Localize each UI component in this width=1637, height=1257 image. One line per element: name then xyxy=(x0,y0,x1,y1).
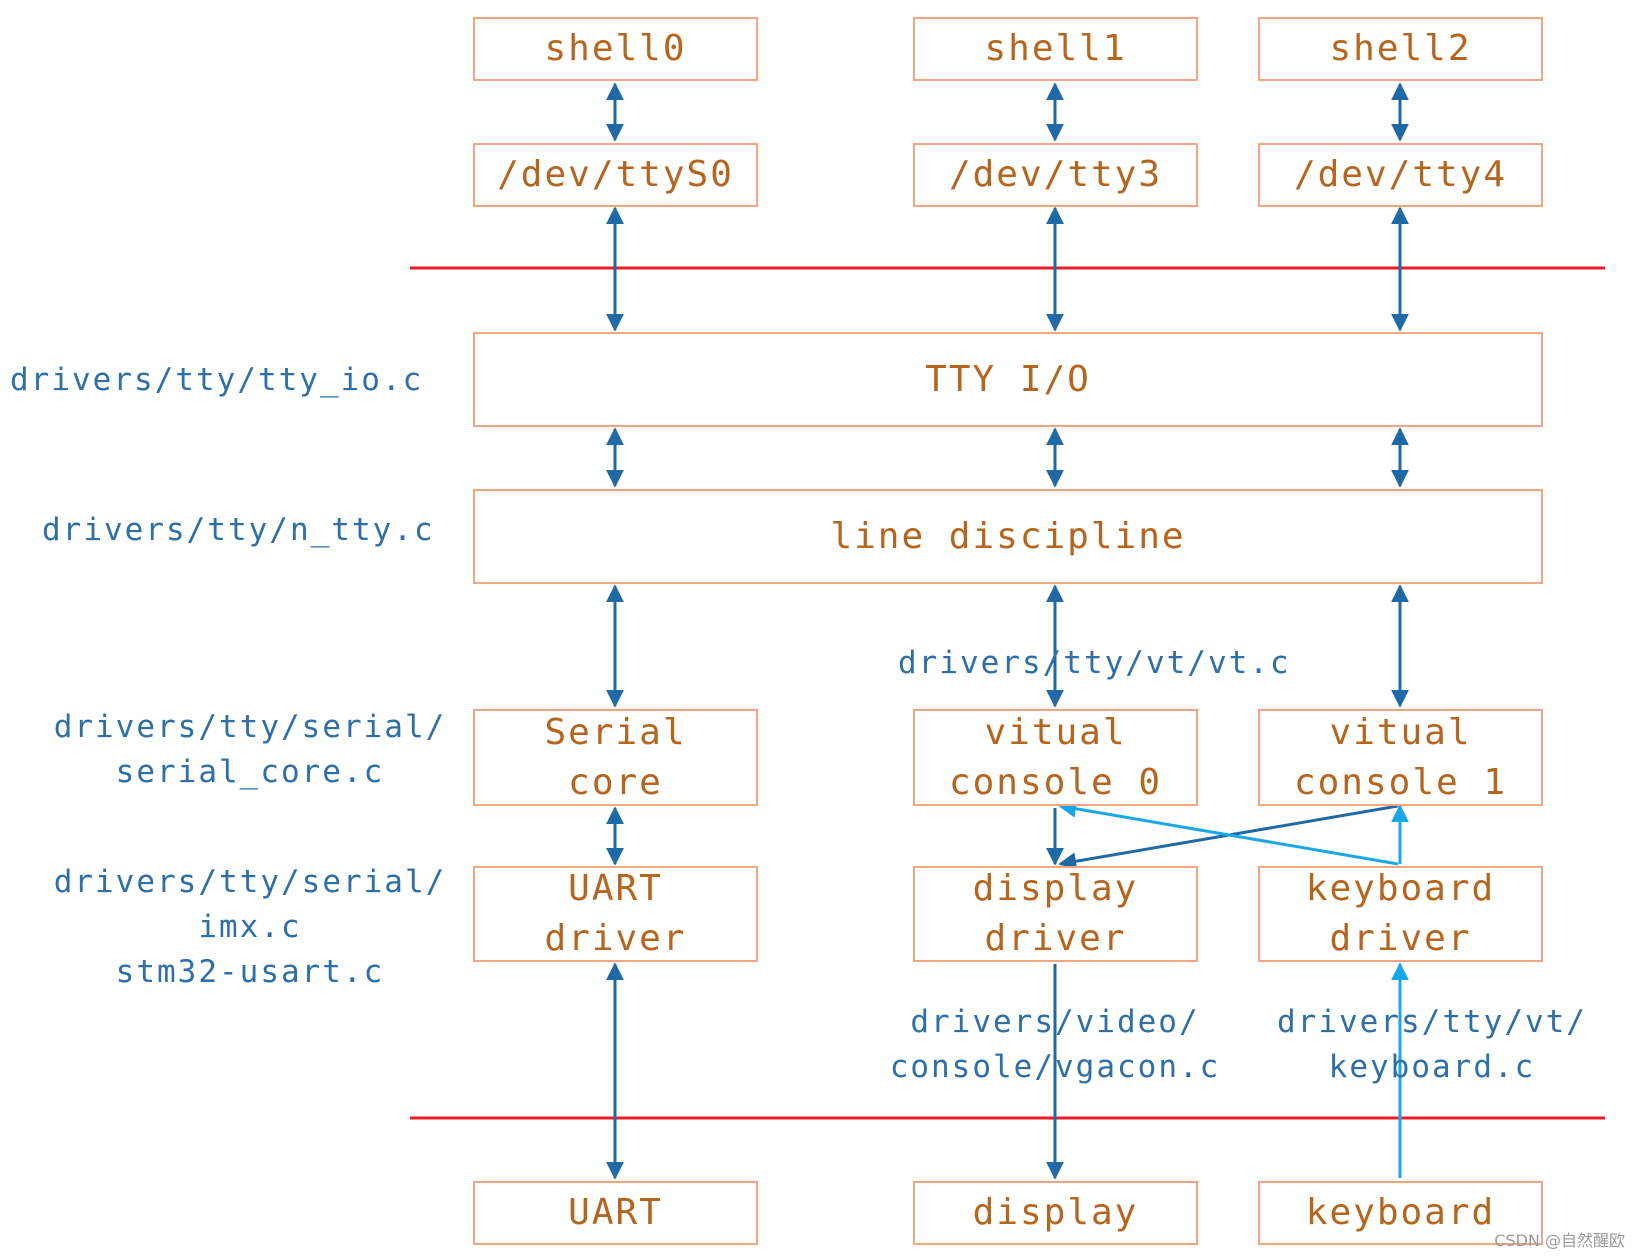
display-box: display xyxy=(913,1181,1198,1245)
shell2-box: shell2 xyxy=(1258,17,1543,81)
uart-driver-label: UART driver xyxy=(544,868,687,959)
vt-file-label: drivers/tty/vt/vt.c xyxy=(898,645,1291,681)
virtual-console-1-label: vitual console 1 xyxy=(1293,711,1508,803)
vgacon-file-label: drivers/video/ console/vgacon.c xyxy=(889,1004,1221,1085)
n-tty-file-label: drivers/tty/n_tty.c xyxy=(42,512,435,548)
serial-core-label: Serial core xyxy=(544,711,687,803)
serial-core-file-label: drivers/tty/serial/ serial_core.c xyxy=(53,709,447,790)
tty-io-file-label: drivers/tty/tty_io.c xyxy=(10,362,424,398)
uart-driver-files-label: drivers/tty/serial/ imx.c stm32-usart.c xyxy=(53,864,447,990)
keyboard-driver-box: keyboard driver xyxy=(1258,866,1543,962)
display-driver-label: display driver xyxy=(972,868,1139,959)
display-label: display xyxy=(972,1192,1139,1233)
uart-label: UART xyxy=(568,1192,663,1233)
uart-driver-box: UART driver xyxy=(473,866,758,962)
dev-ttyS0-box: /dev/ttyS0 xyxy=(473,143,758,207)
virtual-console-0-box: vitual console 0 xyxy=(913,709,1198,806)
dev-tty4-label: /dev/tty4 xyxy=(1293,154,1508,195)
serial-core-box: Serial core xyxy=(473,709,758,806)
shell0-label: shell0 xyxy=(544,28,687,69)
dev-tty3-box: /dev/tty3 xyxy=(913,143,1198,207)
dev-tty3-label: /dev/tty3 xyxy=(948,154,1163,195)
dev-tty4-box: /dev/tty4 xyxy=(1258,143,1543,207)
keyboard-label: keyboard xyxy=(1305,1192,1496,1233)
keyboard-file-label: drivers/tty/vt/ keyboard.c xyxy=(1277,1004,1587,1085)
shell1-label: shell1 xyxy=(984,28,1127,69)
shell2-label: shell2 xyxy=(1329,28,1472,69)
display-driver-box: display driver xyxy=(913,866,1198,962)
watermark: CSDN @自然醒欧 xyxy=(1494,1231,1625,1250)
virtual-console-1-box: vitual console 1 xyxy=(1258,709,1543,806)
line-discipline-label: line discipline xyxy=(830,515,1186,557)
virtual-console-0-label: vitual console 0 xyxy=(948,711,1163,803)
keyboard-driver-label: keyboard driver xyxy=(1305,868,1496,959)
uart-box: UART xyxy=(473,1181,758,1245)
tty-io-label: TTY I/O xyxy=(925,358,1091,400)
line-discipline-box: line discipline xyxy=(473,489,1543,584)
tty-io-box: TTY I/O xyxy=(473,332,1543,427)
keyboard-box: keyboard xyxy=(1258,1181,1543,1245)
arrow-keyboarddriver-vc0 xyxy=(1058,799,1399,866)
dev-ttyS0-label: /dev/ttyS0 xyxy=(497,154,734,195)
shell1-box: shell1 xyxy=(913,17,1198,81)
shell0-box: shell0 xyxy=(473,17,758,81)
